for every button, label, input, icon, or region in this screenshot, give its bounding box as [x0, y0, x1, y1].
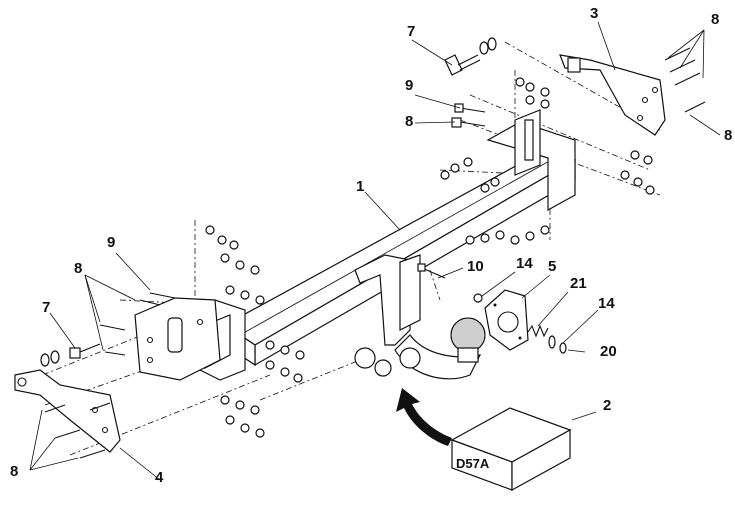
nut-clusters — [205, 77, 655, 438]
side-bracket-right — [559, 54, 666, 136]
label-box-part: 2 — [603, 397, 612, 414]
insertion-arrow — [396, 388, 452, 446]
tow-neck-assembly — [354, 254, 486, 380]
spring-and-washers — [473, 293, 567, 354]
box-part — [450, 407, 572, 492]
label-nut-20: 20 — [600, 343, 617, 360]
label-bolt-7-top: 7 — [407, 23, 416, 40]
right-mount-bracket — [486, 109, 576, 212]
left-inner-plate — [134, 297, 221, 381]
label-bolt-8-left-top: 8 — [74, 260, 83, 277]
box-part-label: D57A — [456, 456, 490, 471]
side-bracket-left — [14, 369, 121, 453]
label-bolt-7-left: 7 — [42, 299, 51, 316]
label-socket-plate: 5 — [548, 258, 557, 275]
label-washer-14-right: 14 — [598, 295, 615, 312]
label-bracket-right: 3 — [590, 5, 599, 22]
label-main-bar: 1 — [356, 178, 365, 195]
label-bolt-9-left: 9 — [107, 234, 116, 251]
label-bolt-10: 10 — [467, 258, 484, 275]
label-spring-21: 21 — [570, 275, 587, 292]
label-bolt-8-right: 8 — [724, 127, 733, 144]
socket-plate — [484, 289, 529, 351]
label-bolt-9-top: 9 — [405, 77, 414, 94]
label-bracket-left: 4 — [155, 469, 164, 486]
leader-lines — [29, 21, 721, 481]
label-bolt-8-mid: 8 — [405, 113, 414, 130]
label-bolt-8-left-bottom: 8 — [10, 463, 19, 480]
assembly-lines — [29, 41, 661, 456]
label-bolt-8-top-right: 8 — [711, 11, 720, 28]
label-washer-14-top: 14 — [516, 255, 533, 272]
